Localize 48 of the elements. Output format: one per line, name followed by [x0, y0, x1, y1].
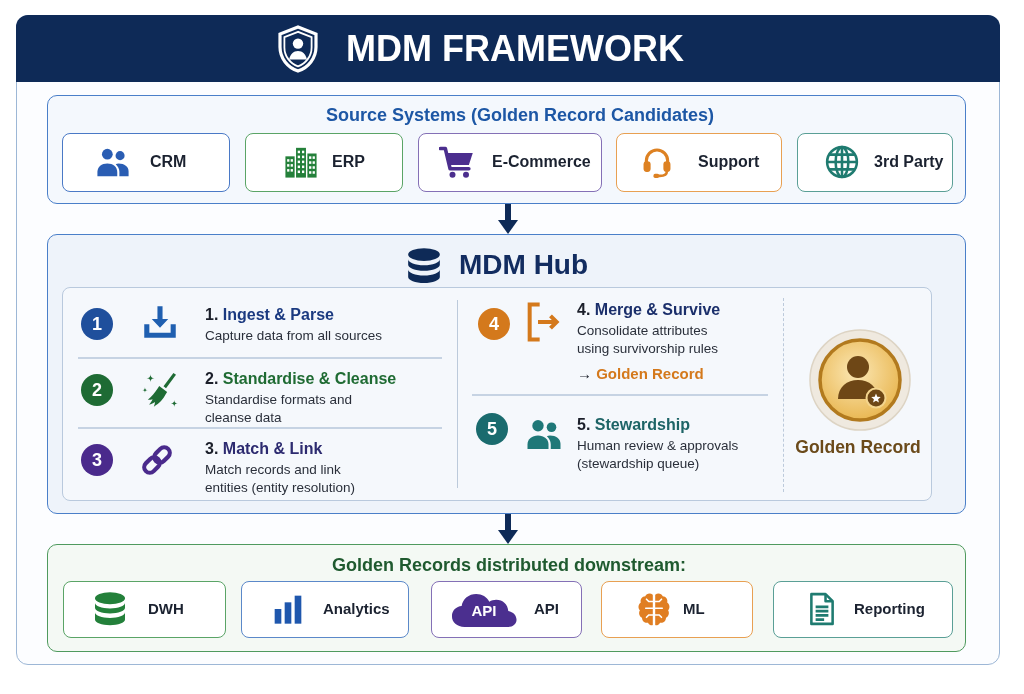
- system-card: [418, 133, 602, 192]
- arrow: [498, 514, 518, 544]
- group-panel: [47, 95, 966, 204]
- hub-panel: [47, 234, 966, 514]
- card-label: Analytics: [323, 599, 390, 619]
- system-card: [63, 581, 226, 638]
- system-card: [62, 133, 230, 192]
- step-title: 5. Stewardship: [577, 415, 690, 435]
- card-label: API: [534, 599, 559, 619]
- system-card: [797, 133, 953, 192]
- step-title: 3. Match & Link: [205, 439, 323, 459]
- step-number: 5: [476, 413, 508, 445]
- golden-record-label: Golden Record: [795, 436, 921, 458]
- step-title: 1. Ingest & Parse: [205, 305, 334, 325]
- group-panel: [47, 544, 966, 652]
- icon-text: API: [470, 602, 498, 620]
- step-description: Standardise formats and cleanse data: [205, 391, 354, 427]
- step-number: 1: [81, 308, 113, 340]
- card-label: Support: [698, 152, 760, 172]
- title: MDM FRAMEWORK: [346, 28, 684, 70]
- step-title: 2. Standardise & Cleanse: [205, 369, 397, 389]
- system-card: [616, 133, 782, 192]
- step-number: 4: [478, 308, 510, 340]
- step-description: Human review & approvals (stewardship queue): [577, 437, 740, 473]
- system-card: [241, 581, 409, 638]
- panel-title: Golden Records distributed downstream:: [332, 554, 686, 576]
- step-description: Consolidate attributes using survivorship rules: [577, 322, 720, 358]
- arrow: [498, 204, 518, 234]
- card-label: 3rd Party: [874, 152, 944, 172]
- step-number: 2: [81, 374, 113, 406]
- system-card: [601, 581, 753, 638]
- system-card: [431, 581, 582, 638]
- step-number: 3: [81, 444, 113, 476]
- card-label: Reporting: [854, 599, 925, 619]
- inner-panel: [62, 287, 932, 501]
- system-card: [245, 133, 403, 192]
- card-label: CRM: [150, 152, 187, 172]
- step-description: Match records and link entities (entity resolution): [205, 461, 357, 497]
- step-result: → Golden Record: [577, 364, 704, 384]
- panel-title: Source Systems (Golden Record Candidates): [325, 104, 715, 126]
- card-label: E-Commerce: [492, 152, 591, 172]
- card-label: ML: [683, 599, 705, 619]
- card-label: DWH: [148, 599, 184, 619]
- step-title: 4. Merge & Survive: [577, 300, 721, 320]
- system-card: [773, 581, 953, 638]
- card-label: ERP: [332, 152, 365, 172]
- step-description: Capture data from all sources: [205, 327, 383, 345]
- panel-title: MDM Hub: [459, 248, 589, 282]
